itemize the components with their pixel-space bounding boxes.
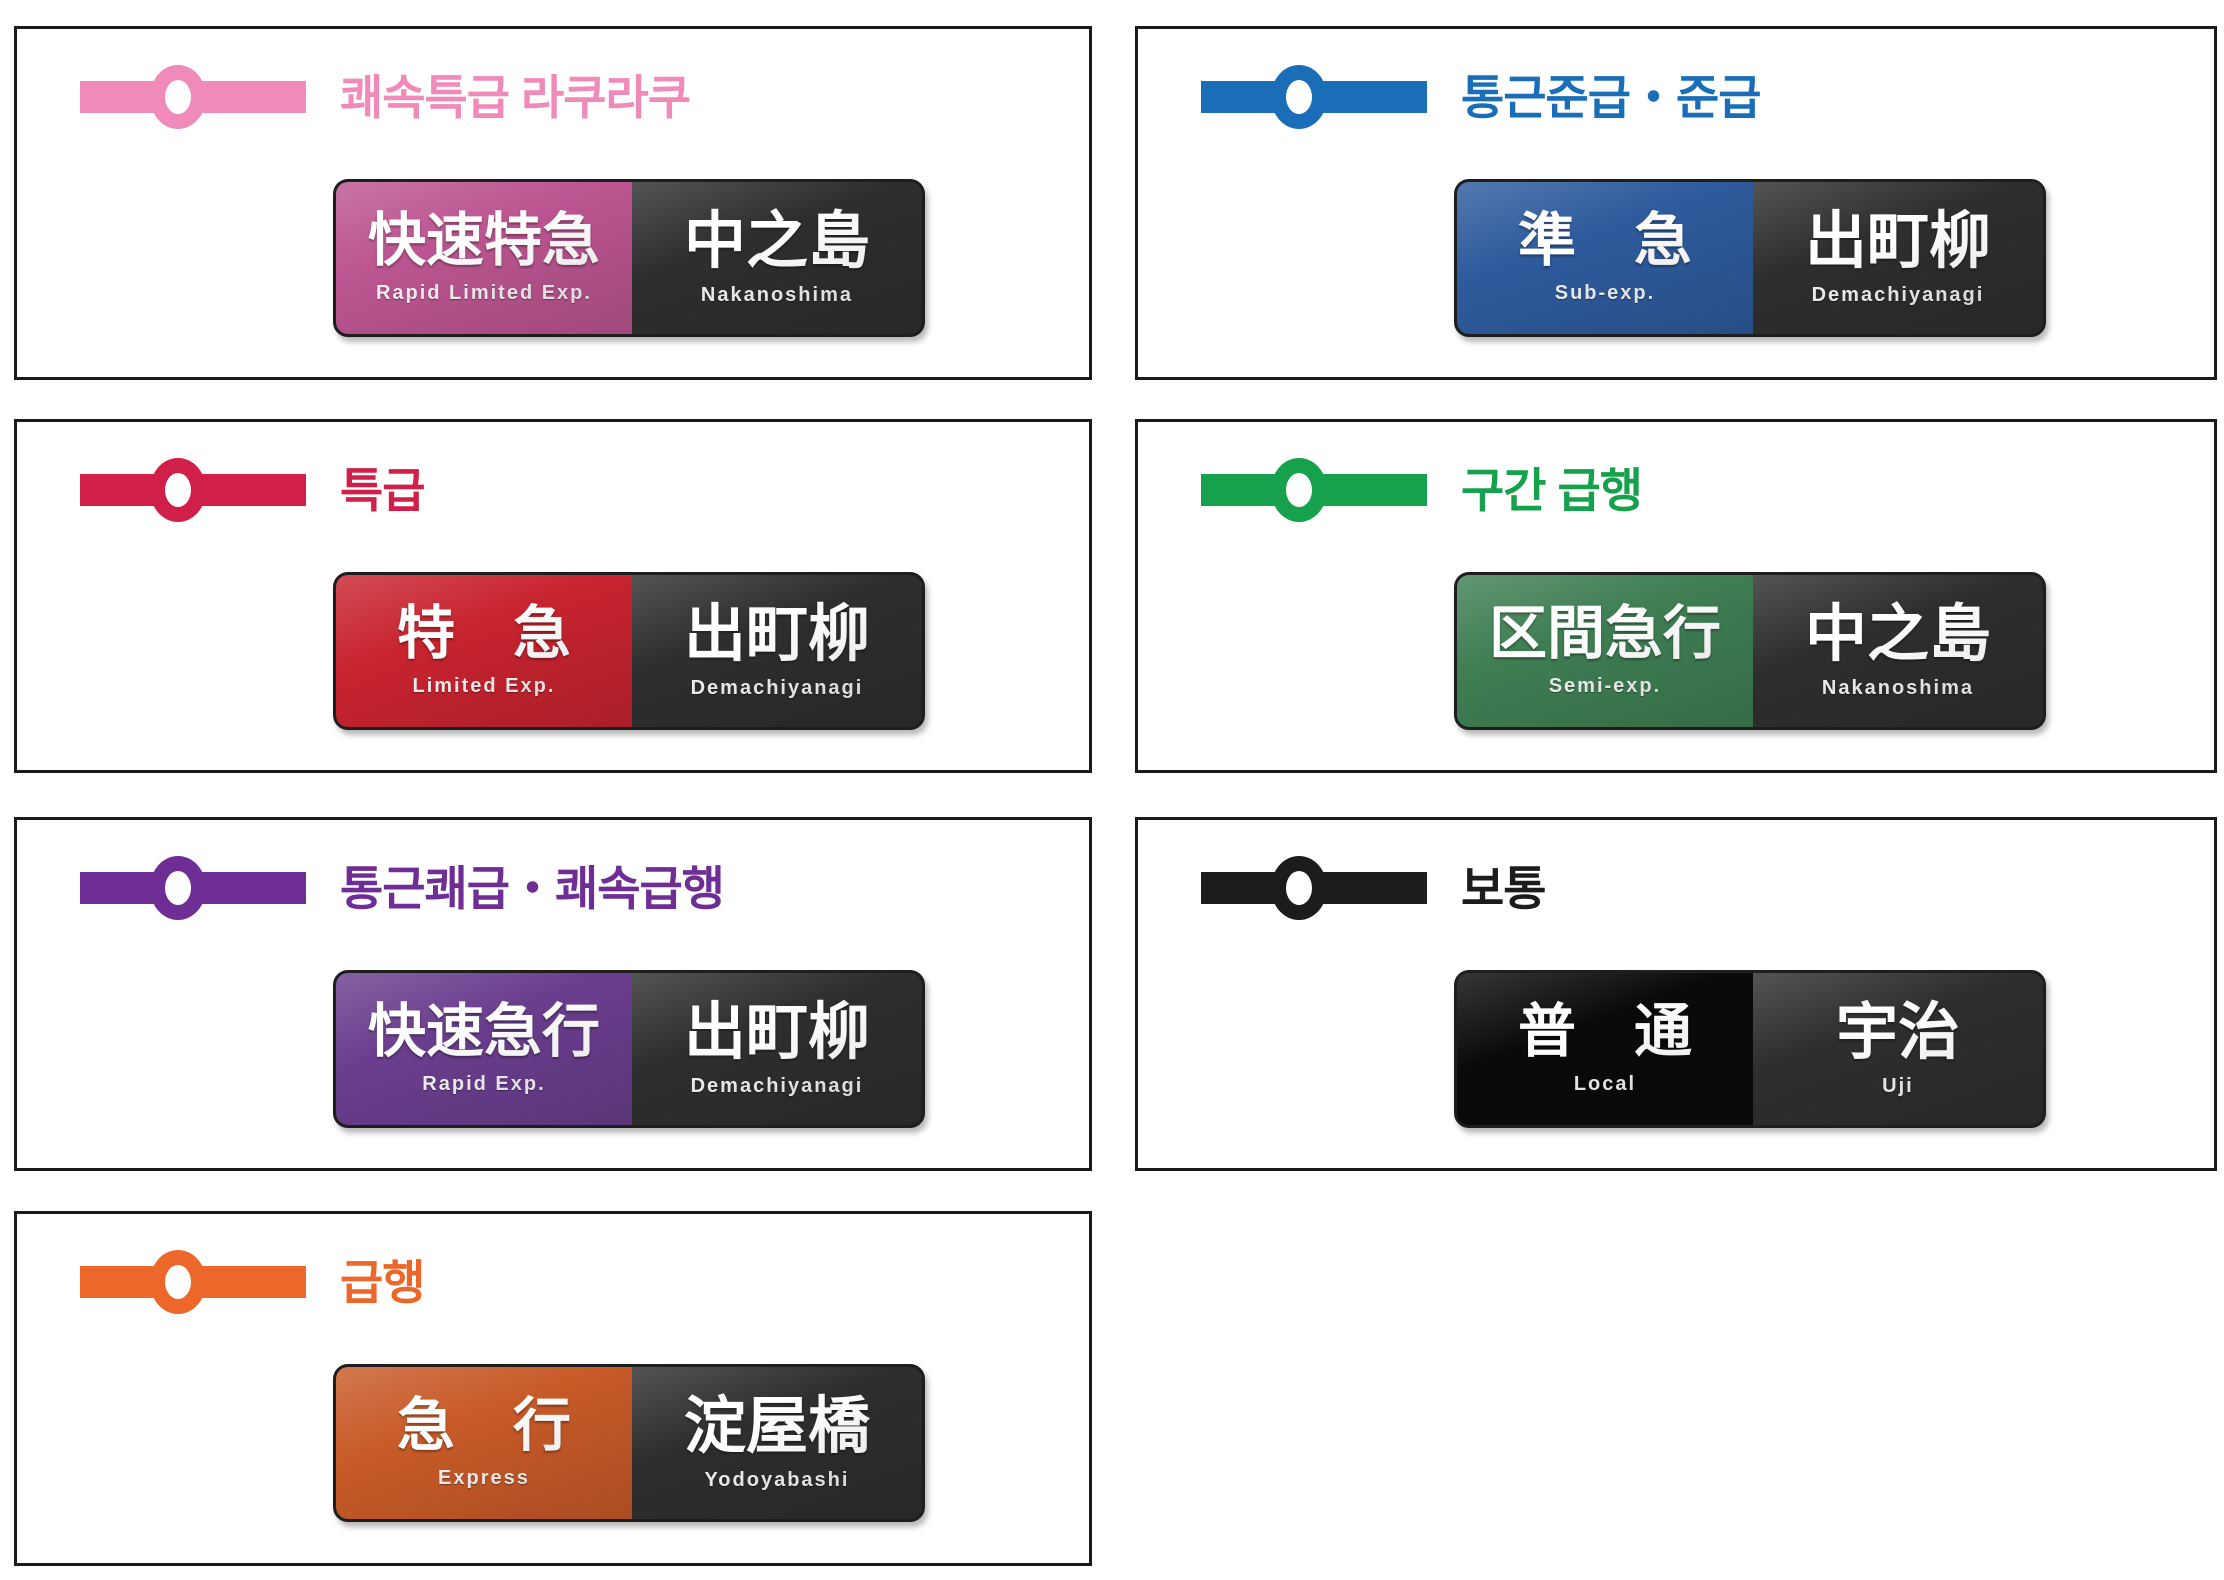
station-ring-icon [1271,856,1327,920]
sign-type-ja: 急 行 [396,1393,571,1459]
destination-sign: 普 通 Local 宇治 Uji [1454,970,2046,1128]
railway-line-station-icon [1201,65,1427,129]
sign-type-en: Sub-exp. [1554,281,1656,304]
sign-destination-en: Demachiyanagi [690,677,864,700]
sign-type-en: Rapid Exp. [422,1072,546,1095]
sign-type-ja: 普 通 [1517,999,1692,1065]
sign-type-panel: 普 通 Local [1457,973,1753,1125]
sign-destination-en: Uji [1882,1075,1914,1098]
legend-header: 통근쾌급・쾌속급행 [80,856,725,920]
train-type-label: 특급 [340,463,425,517]
station-ring-icon [150,65,206,129]
sign-destination-en: Nakanoshima [1821,677,1974,700]
railway-line-station-icon [1201,856,1427,920]
sign-destination-ja: 中之島 [683,206,870,276]
sign-destination-en: Demachiyanagi [1811,284,1985,307]
legend-box-sub-express: 통근준급・준급 準 急 Sub-exp. 出町柳 Demachiyanagi [1135,26,2217,380]
sign-type-panel: 快速特急 Rapid Limited Exp. [336,182,632,334]
sign-type-panel: 区間急行 Semi-exp. [1457,575,1753,727]
sign-type-panel: 準 急 Sub-exp. [1457,182,1753,334]
destination-sign: 快速急行 Rapid Exp. 出町柳 Demachiyanagi [333,970,925,1128]
sign-destination-panel: 淀屋橋 Yodoyabashi [631,1367,922,1519]
sign-type-panel: 快速急行 Rapid Exp. [336,973,632,1125]
legend-header: 구간 급행 [1201,458,1643,522]
station-ring-icon [150,1250,206,1314]
sign-destination-en: Yodoyabashi [704,1469,850,1492]
sign-destination-panel: 中之島 Nakanoshima [1752,575,2043,727]
legend-header: 특급 [80,458,425,522]
station-ring-icon [1271,458,1327,522]
legend-header: 쾌속특급 라쿠라쿠 [80,65,691,129]
legend-box-rapid-ltd-exp-rakuraku: 쾌속특급 라쿠라쿠 快速特急 Rapid Limited Exp. 中之島 Na… [14,26,1092,380]
train-type-label: 구간 급행 [1461,463,1643,517]
destination-sign: 区間急行 Semi-exp. 中之島 Nakanoshima [1454,572,2046,730]
sign-type-ja: 区間急行 [1488,601,1721,667]
destination-sign: 快速特急 Rapid Limited Exp. 中之島 Nakanoshima [333,179,925,337]
station-ring-icon [150,856,206,920]
sign-destination-panel: 出町柳 Demachiyanagi [631,973,922,1125]
sign-destination-ja: 出町柳 [683,599,870,669]
sign-type-en: Express [438,1466,530,1489]
sign-destination-ja: 中之島 [1804,599,1991,669]
destination-sign: 急 行 Express 淀屋橋 Yodoyabashi [333,1364,925,1522]
legend-box-limited-express: 특급 特 急 Limited Exp. 出町柳 Demachiyanagi [14,419,1092,773]
station-ring-icon [150,458,206,522]
legend-box-rapid-express: 통근쾌급・쾌속급행 快速急行 Rapid Exp. 出町柳 Demachiyan… [14,817,1092,1171]
sign-destination-panel: 中之島 Nakanoshima [631,182,922,334]
legend-box-local: 보통 普 通 Local 宇治 Uji [1135,817,2217,1171]
legend-header: 급행 [80,1250,425,1314]
sign-type-en: Local [1573,1072,1637,1095]
sign-type-en: Semi-exp. [1548,674,1662,697]
destination-sign: 特 急 Limited Exp. 出町柳 Demachiyanagi [333,572,925,730]
sign-type-ja: 特 急 [396,601,571,667]
destination-sign: 準 急 Sub-exp. 出町柳 Demachiyanagi [1454,179,2046,337]
train-type-label: 통근쾌급・쾌속급행 [340,861,725,915]
sign-destination-ja: 出町柳 [683,997,870,1067]
sign-type-en: Rapid Limited Exp. [375,281,592,304]
legend-box-express: 급행 急 行 Express 淀屋橋 Yodoyabashi [14,1211,1092,1566]
railway-line-station-icon [80,65,306,129]
legend-header: 통근준급・준급 [1201,65,1761,129]
sign-type-en: Limited Exp. [412,674,556,697]
sign-type-ja: 快速特急 [367,208,600,274]
station-ring-icon [1271,65,1327,129]
sign-destination-panel: 出町柳 Demachiyanagi [1752,182,2043,334]
sign-type-ja: 準 急 [1517,208,1692,274]
sign-destination-en: Demachiyanagi [690,1075,864,1098]
railway-line-station-icon [1201,458,1427,522]
train-type-label: 보통 [1461,861,1546,915]
sign-destination-en: Nakanoshima [700,284,853,307]
train-type-label: 쾌속특급 라쿠라쿠 [340,70,691,124]
sign-type-panel: 急 行 Express [336,1367,632,1519]
sign-destination-ja: 淀屋橋 [683,1391,870,1461]
sign-type-ja: 快速急行 [367,999,600,1065]
sign-destination-ja: 出町柳 [1804,206,1991,276]
railway-line-station-icon [80,458,306,522]
train-type-label: 급행 [340,1255,425,1309]
railway-line-station-icon [80,1250,306,1314]
train-type-label: 통근준급・준급 [1461,70,1761,124]
legend-header: 보통 [1201,856,1546,920]
sign-type-panel: 特 急 Limited Exp. [336,575,632,727]
railway-line-station-icon [80,856,306,920]
sign-destination-panel: 出町柳 Demachiyanagi [631,575,922,727]
sign-destination-panel: 宇治 Uji [1752,973,2043,1125]
sign-destination-ja: 宇治 [1835,997,1960,1067]
legend-box-semi-express: 구간 급행 区間急行 Semi-exp. 中之島 Nakanoshima [1135,419,2217,773]
